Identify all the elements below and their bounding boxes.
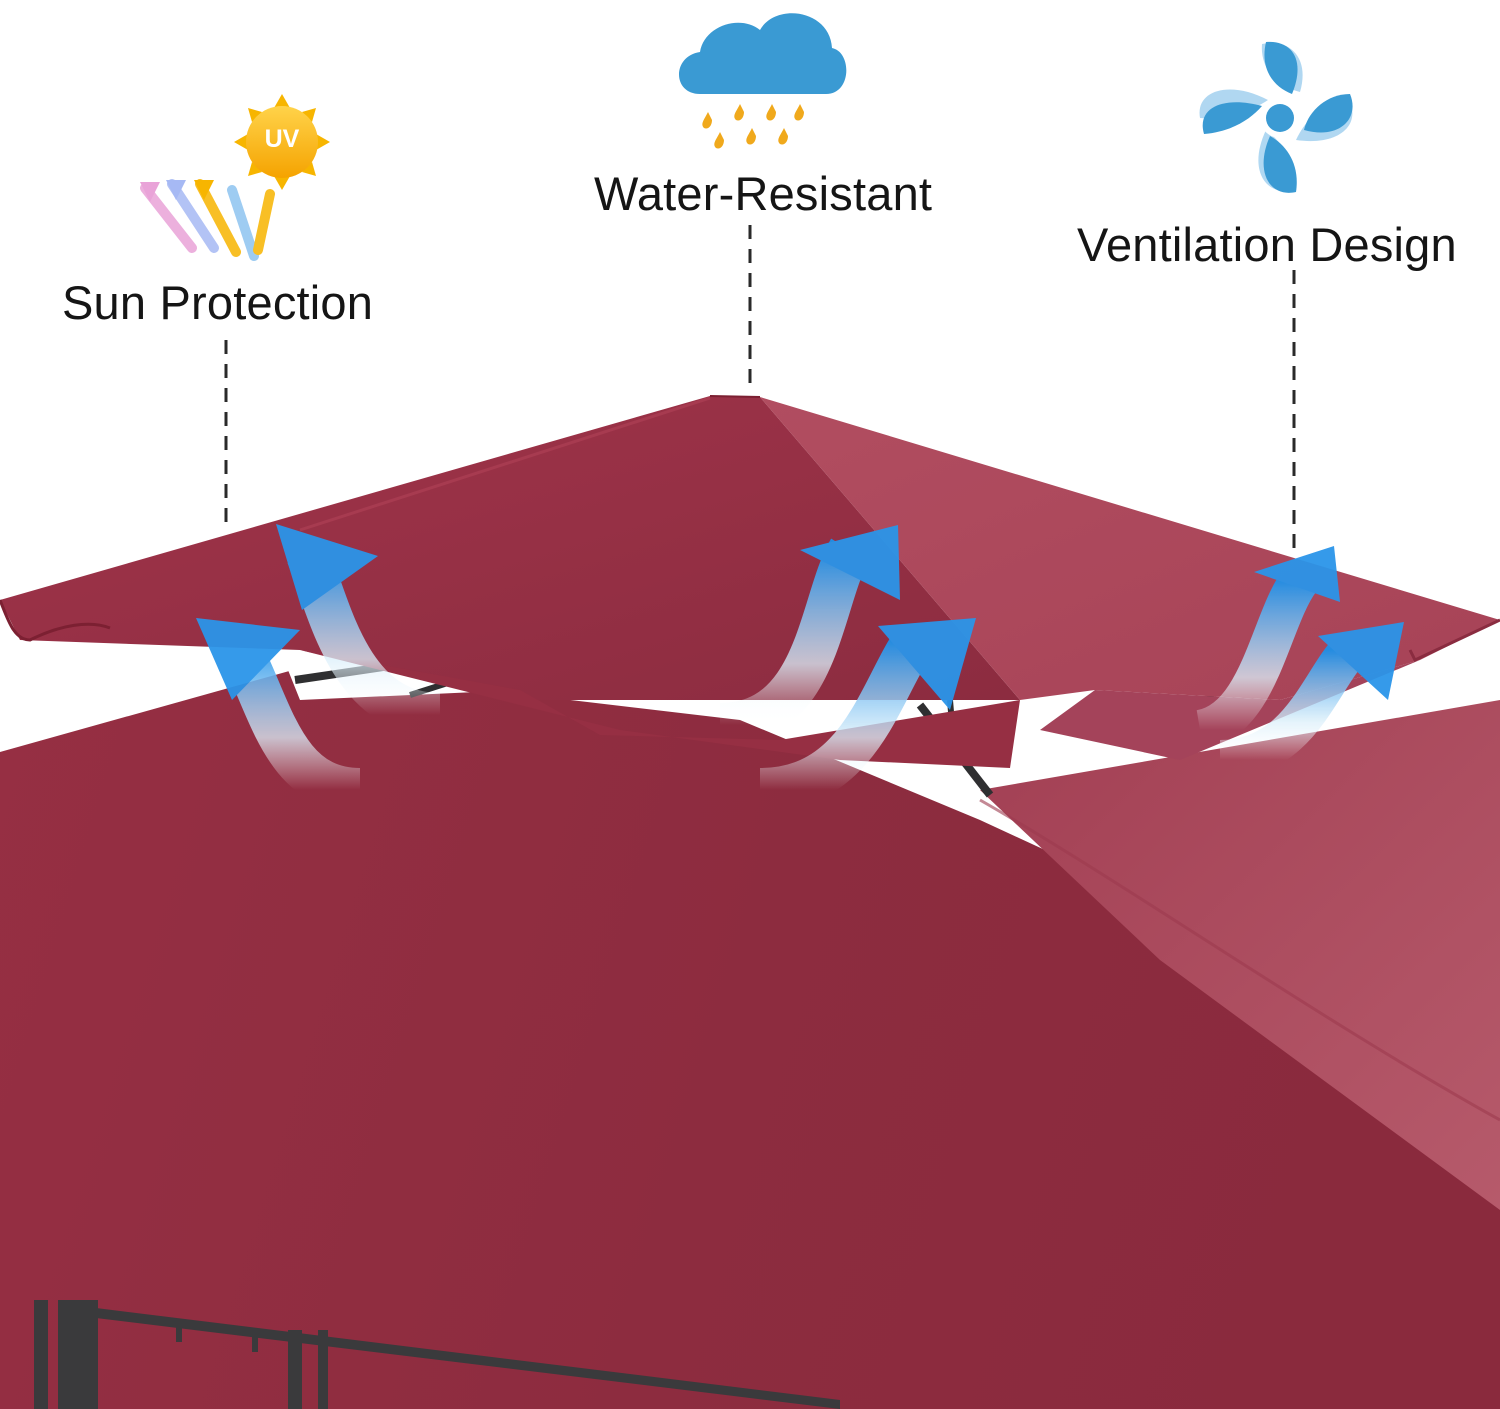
airflow-arrow bbox=[196, 618, 362, 812]
uv-badge-text: UV bbox=[264, 125, 300, 153]
rain-cloud-icon bbox=[679, 13, 847, 149]
leader-lines bbox=[224, 225, 1296, 555]
airflow-arrow bbox=[758, 618, 976, 812]
airflow-arrow bbox=[1194, 546, 1340, 750]
airflow-arrow bbox=[276, 524, 442, 737]
airflow-arrow bbox=[1218, 622, 1404, 780]
airflow-arrows bbox=[196, 524, 1404, 812]
gazebo-frame bbox=[34, 1300, 840, 1409]
fan-icon bbox=[1199, 41, 1353, 193]
ventilation-design-label: Ventilation Design bbox=[1077, 218, 1457, 271]
sun-protection-label: Sun Protection bbox=[62, 276, 374, 329]
lower-canopy bbox=[0, 668, 1500, 1409]
water-resistant-label: Water-Resistant bbox=[594, 167, 933, 220]
airflow-arrow bbox=[718, 525, 900, 747]
uv-sun-icon bbox=[140, 94, 330, 261]
